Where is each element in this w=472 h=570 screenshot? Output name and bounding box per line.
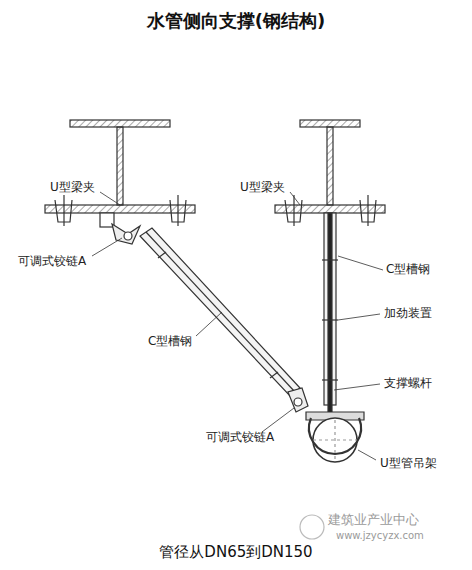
part-label: 可调式铰链A xyxy=(18,254,86,268)
part-label: U型管吊架 xyxy=(380,456,437,470)
watermark: www.jzycyzx.com xyxy=(336,530,424,542)
part-label: U型梁夹 xyxy=(50,180,95,194)
part-label: C型槽钢 xyxy=(148,334,192,348)
title: 水管侧向支撑(钢结构) xyxy=(0,10,472,32)
part-label: U型梁夹 xyxy=(240,180,285,194)
part-label: 支撑螺杆 xyxy=(384,376,432,390)
part-label: C型槽钢 xyxy=(386,262,430,276)
watermark: 建筑业产业中心 xyxy=(328,512,419,528)
part-label: 加劲装置 xyxy=(384,306,432,320)
caption: 管径从DN65到DN150 xyxy=(0,543,472,561)
part-label: 可调式铰链A xyxy=(206,430,274,444)
